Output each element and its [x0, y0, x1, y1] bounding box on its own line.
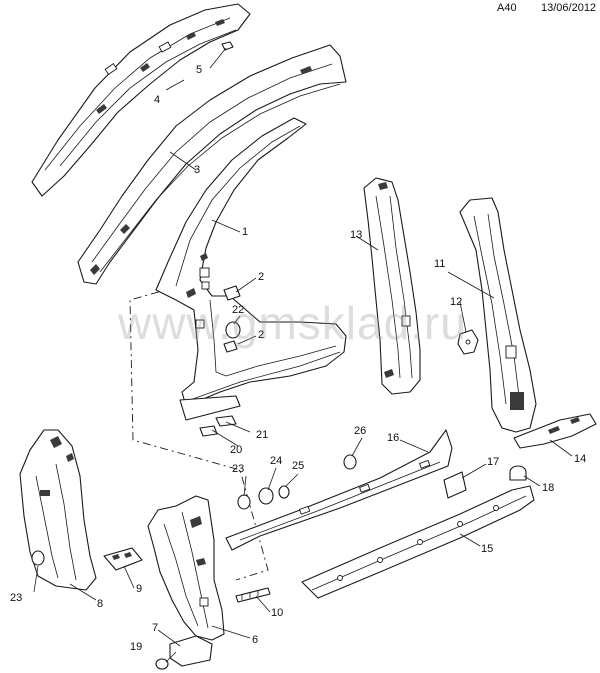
plug-part-23-left [31, 550, 45, 566]
callout-11: 11 [434, 258, 446, 270]
b-pillar-outer [459, 197, 537, 433]
hinge-pillar-inner [19, 429, 97, 591]
callout-2-upper: 2 [258, 271, 265, 283]
bracket-part-14 [513, 413, 597, 449]
callout-25: 25 [292, 460, 305, 472]
callout-20: 20 [230, 444, 243, 456]
callout-12: 12 [450, 296, 463, 308]
plug-part-18 [509, 465, 527, 481]
plug-part-24 [258, 487, 274, 505]
pad-part-20 [199, 425, 218, 437]
pad-part-21 [215, 415, 237, 427]
bracket-part-12 [457, 329, 479, 355]
callout-1: 1 [242, 226, 249, 238]
callout-2-lower: 2 [258, 329, 265, 341]
plug-part-23-center [237, 494, 251, 510]
callout-22: 22 [232, 304, 245, 316]
grommet-part-9 [103, 547, 143, 571]
leader-lines [33, 47, 573, 663]
callout-19: 19 [130, 641, 143, 653]
callout-14: 14 [574, 453, 587, 465]
a-pillar-frame [155, 117, 347, 421]
callout-5: 5 [196, 64, 203, 76]
bracket-part-2-lower [223, 340, 238, 353]
callout-8: 8 [97, 598, 104, 610]
callout-3: 3 [194, 164, 201, 176]
bracket-part-17 [443, 471, 467, 499]
washer-part-19 [155, 658, 169, 670]
assembly-boundary [129, 286, 269, 581]
plug-part-25 [278, 485, 290, 499]
callout-13: 13 [350, 229, 363, 241]
callout-4: 4 [154, 94, 161, 106]
callout-21: 21 [256, 429, 269, 441]
callout-7: 7 [152, 622, 159, 634]
callout-15: 15 [481, 543, 494, 555]
watermark-text: www.gmsklad.ru [118, 297, 467, 349]
bracket-part-2-upper [223, 285, 241, 301]
b-pillar-inner [363, 177, 421, 395]
callout-18: 18 [542, 482, 555, 494]
page-date: 13/06/2012 [541, 2, 597, 14]
callout-26: 26 [354, 425, 367, 437]
bracket-part-7 [169, 635, 213, 667]
roof-rail-outer [77, 44, 347, 285]
clip-part-5 [221, 41, 234, 51]
rocker-inner [225, 429, 453, 551]
callout-24: 24 [270, 455, 283, 467]
rocker-outer [301, 485, 535, 599]
page-code: A40 [497, 2, 517, 14]
callout-10: 10 [271, 607, 284, 619]
callout-9: 9 [136, 583, 143, 595]
strip-part-10 [235, 587, 271, 603]
washer-part-22 [225, 321, 241, 339]
callout-23-left: 23 [10, 592, 23, 604]
hinge-pillar-outer [147, 495, 225, 641]
roof-rail-inner [31, 3, 251, 197]
callout-17: 17 [487, 456, 500, 468]
callout-16: 16 [387, 432, 400, 444]
callout-23-center: 23 [232, 463, 245, 475]
plug-part-26 [343, 454, 357, 470]
callout-6: 6 [252, 634, 259, 646]
